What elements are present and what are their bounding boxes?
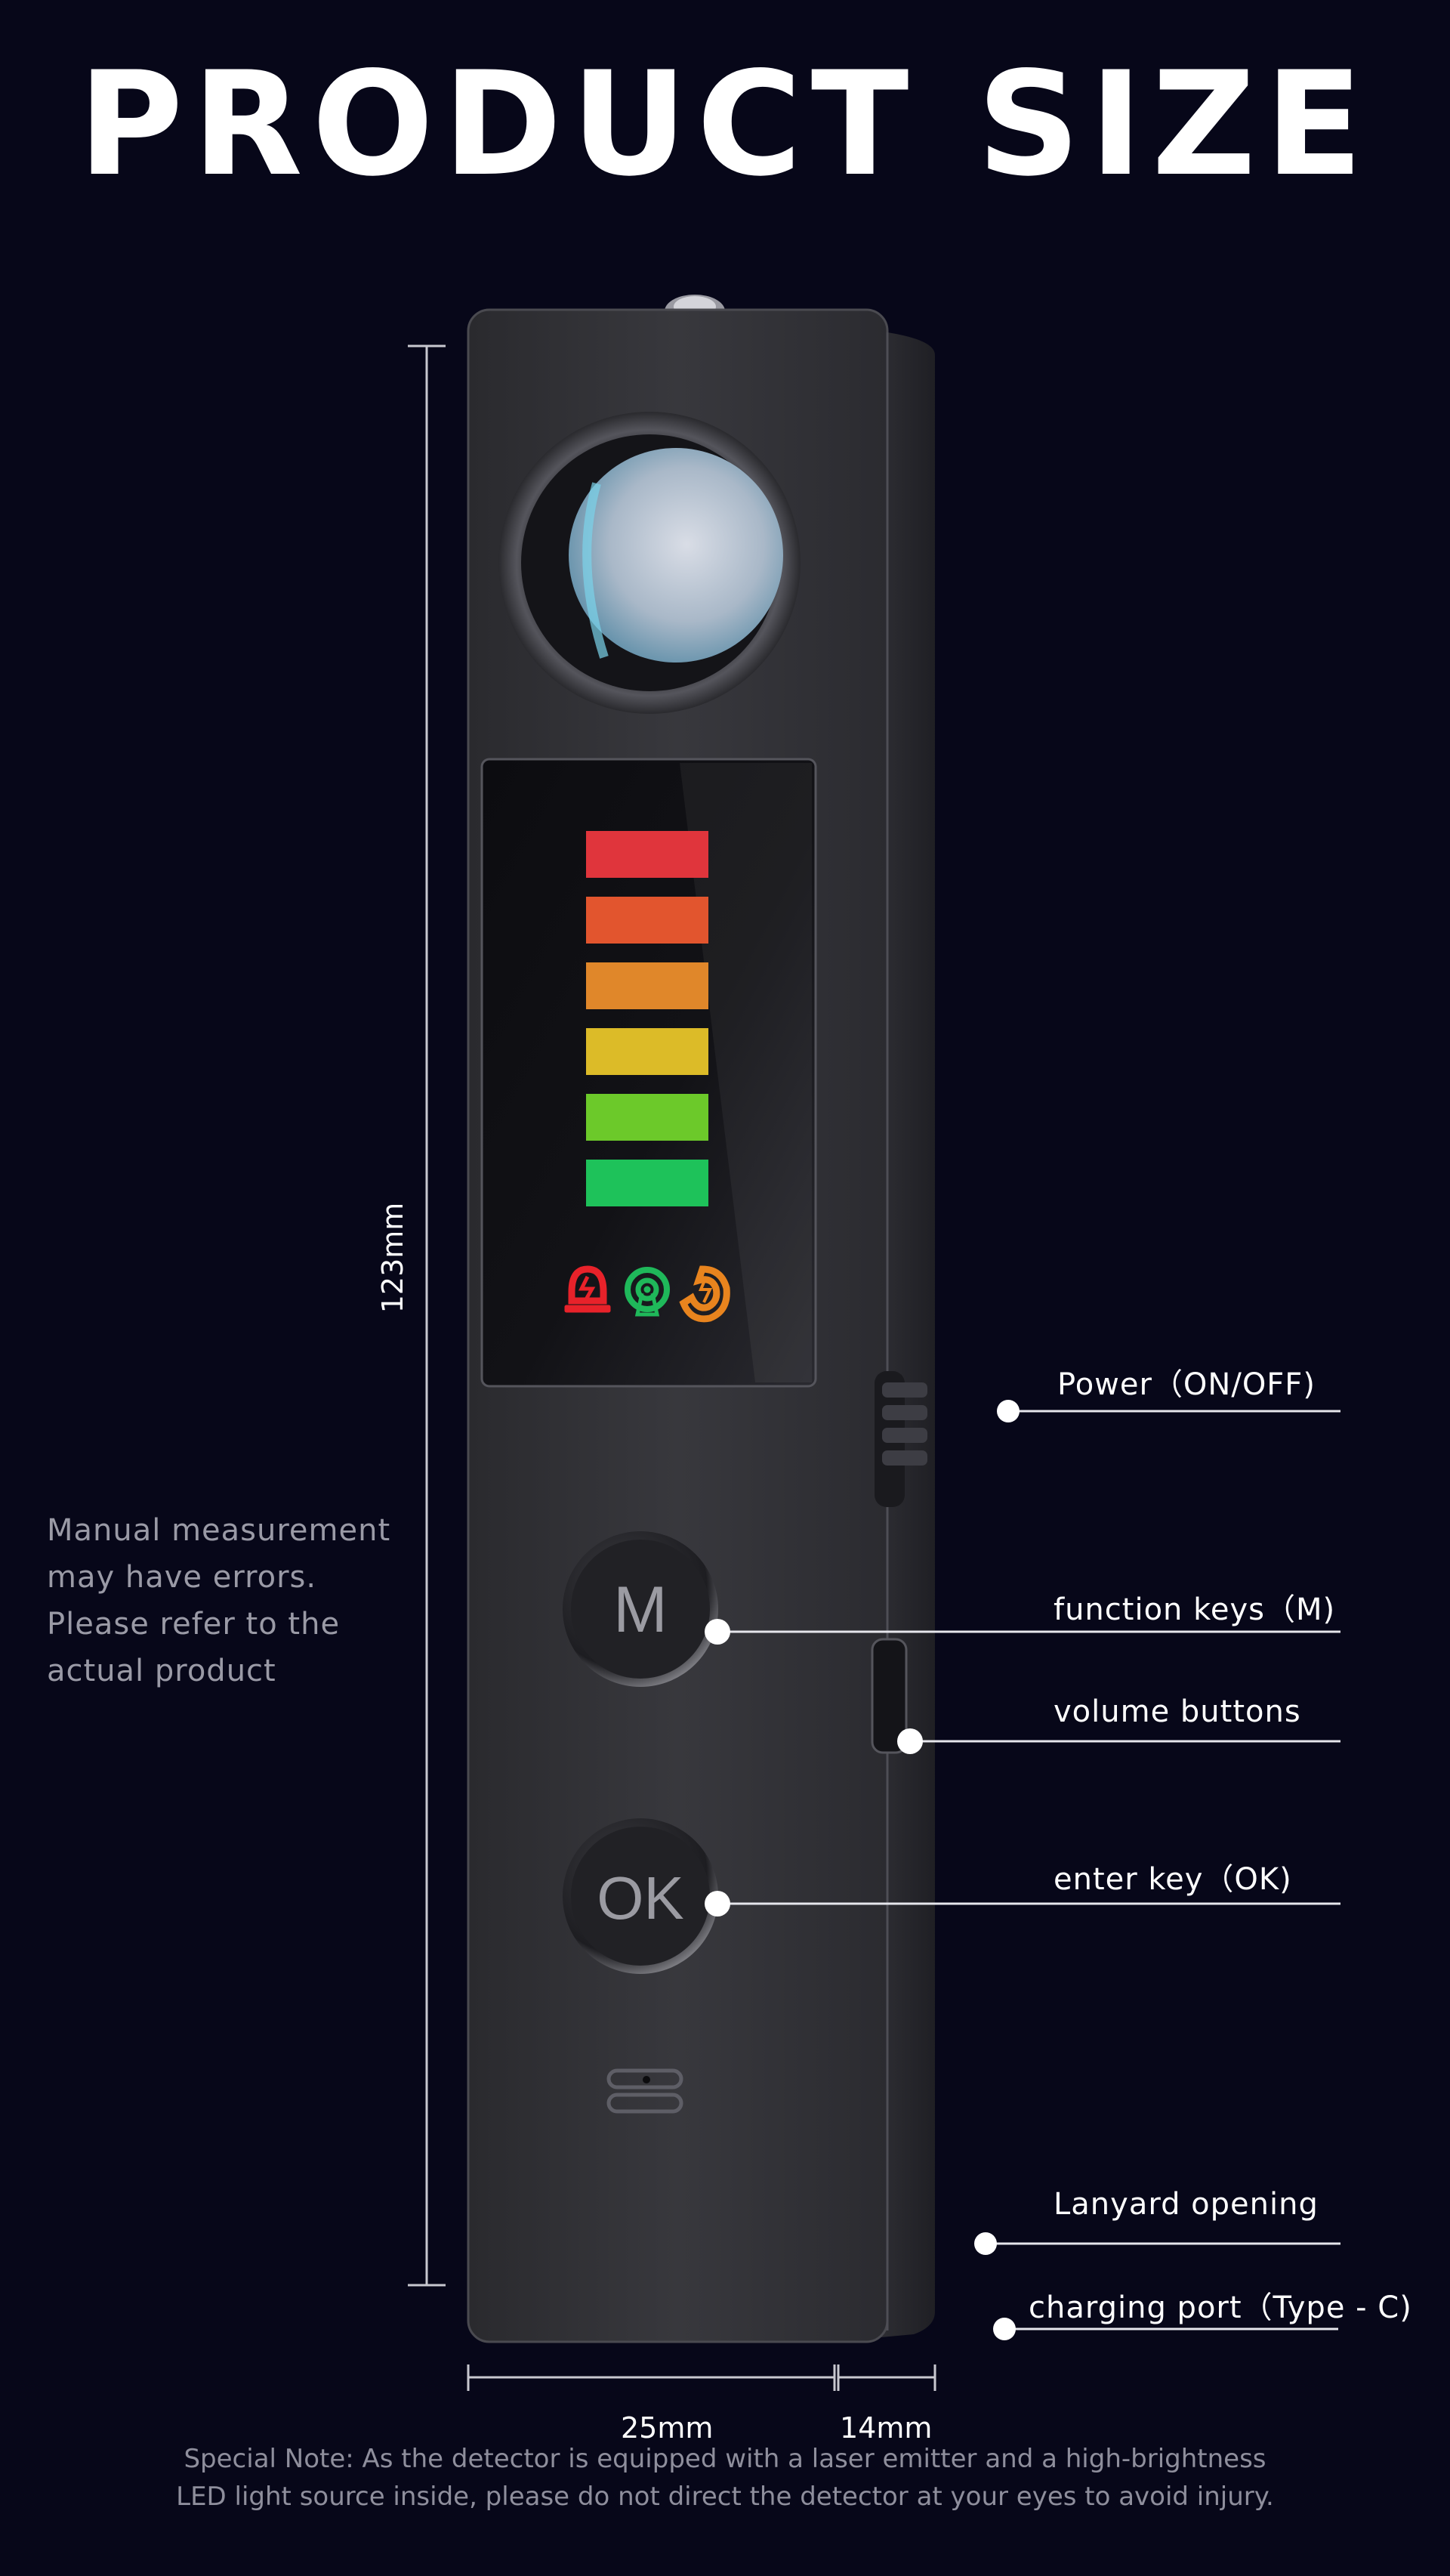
signal-level-bar — [586, 1160, 708, 1206]
height-dimension-label: 123mm — [376, 1202, 409, 1314]
magnet-icon — [679, 1265, 730, 1323]
charging-leader — [993, 2318, 1338, 2340]
depth-dimension-line — [837, 2364, 936, 2391]
height-dimension-line — [408, 344, 446, 2287]
speaker-grille — [606, 2068, 683, 2114]
manual-note-line: may have errors. — [47, 1560, 317, 1595]
manual-note-line: actual product — [47, 1654, 276, 1688]
lens — [569, 448, 783, 663]
page-title: PRODUCT SIZE — [78, 41, 1372, 208]
manual-note-line: Manual measurement — [47, 1513, 391, 1548]
signal-level-bar — [586, 831, 708, 878]
signal-level-bar — [586, 1094, 708, 1141]
charging-port-callout-label: charging port（Type - C) — [1029, 2290, 1412, 2325]
enter-key-leader — [705, 1891, 1340, 1917]
width-dimension-label: 25mm — [621, 2411, 714, 2445]
power-callout-label: Power（ON/OFF) — [1057, 1367, 1316, 1402]
special-note: Special Note: As the detector is equippe… — [0, 2440, 1450, 2516]
width-dimension-line — [467, 2364, 836, 2391]
function-keys-leader — [705, 1619, 1340, 1645]
manual-note-line: Please refer to the — [47, 1607, 341, 1642]
alarm-icon — [564, 1265, 611, 1313]
signal-level-bar — [586, 962, 708, 1009]
svg-text:M: M — [613, 1574, 668, 1646]
special-note-line: LED light source inside, please do not d… — [176, 2482, 1274, 2512]
volume-leader — [897, 1728, 1340, 1754]
volume-buttons-callout-label: volume buttons — [1054, 1694, 1301, 1729]
lanyard-leader — [974, 2232, 1340, 2255]
power-switch — [875, 1371, 927, 1507]
function-keys-callout-label: function keys（M) — [1054, 1592, 1336, 1627]
enter-key-callout-label: enter key（OK) — [1054, 1862, 1292, 1897]
special-note-line: Special Note: As the detector is equippe… — [184, 2444, 1266, 2474]
svg-text:OK: OK — [597, 1864, 684, 1932]
lanyard-callout-label: Lanyard opening — [1054, 2187, 1319, 2222]
manual-measurement-note: Manual measurement may have errors. Plea… — [47, 1507, 440, 1694]
signal-icon — [625, 1267, 670, 1317]
signal-level-bar — [586, 1028, 708, 1075]
power-leader — [997, 1400, 1340, 1422]
depth-dimension-label: 14mm — [840, 2411, 933, 2445]
volume-button — [871, 1638, 908, 1754]
signal-level-bar — [586, 897, 708, 944]
